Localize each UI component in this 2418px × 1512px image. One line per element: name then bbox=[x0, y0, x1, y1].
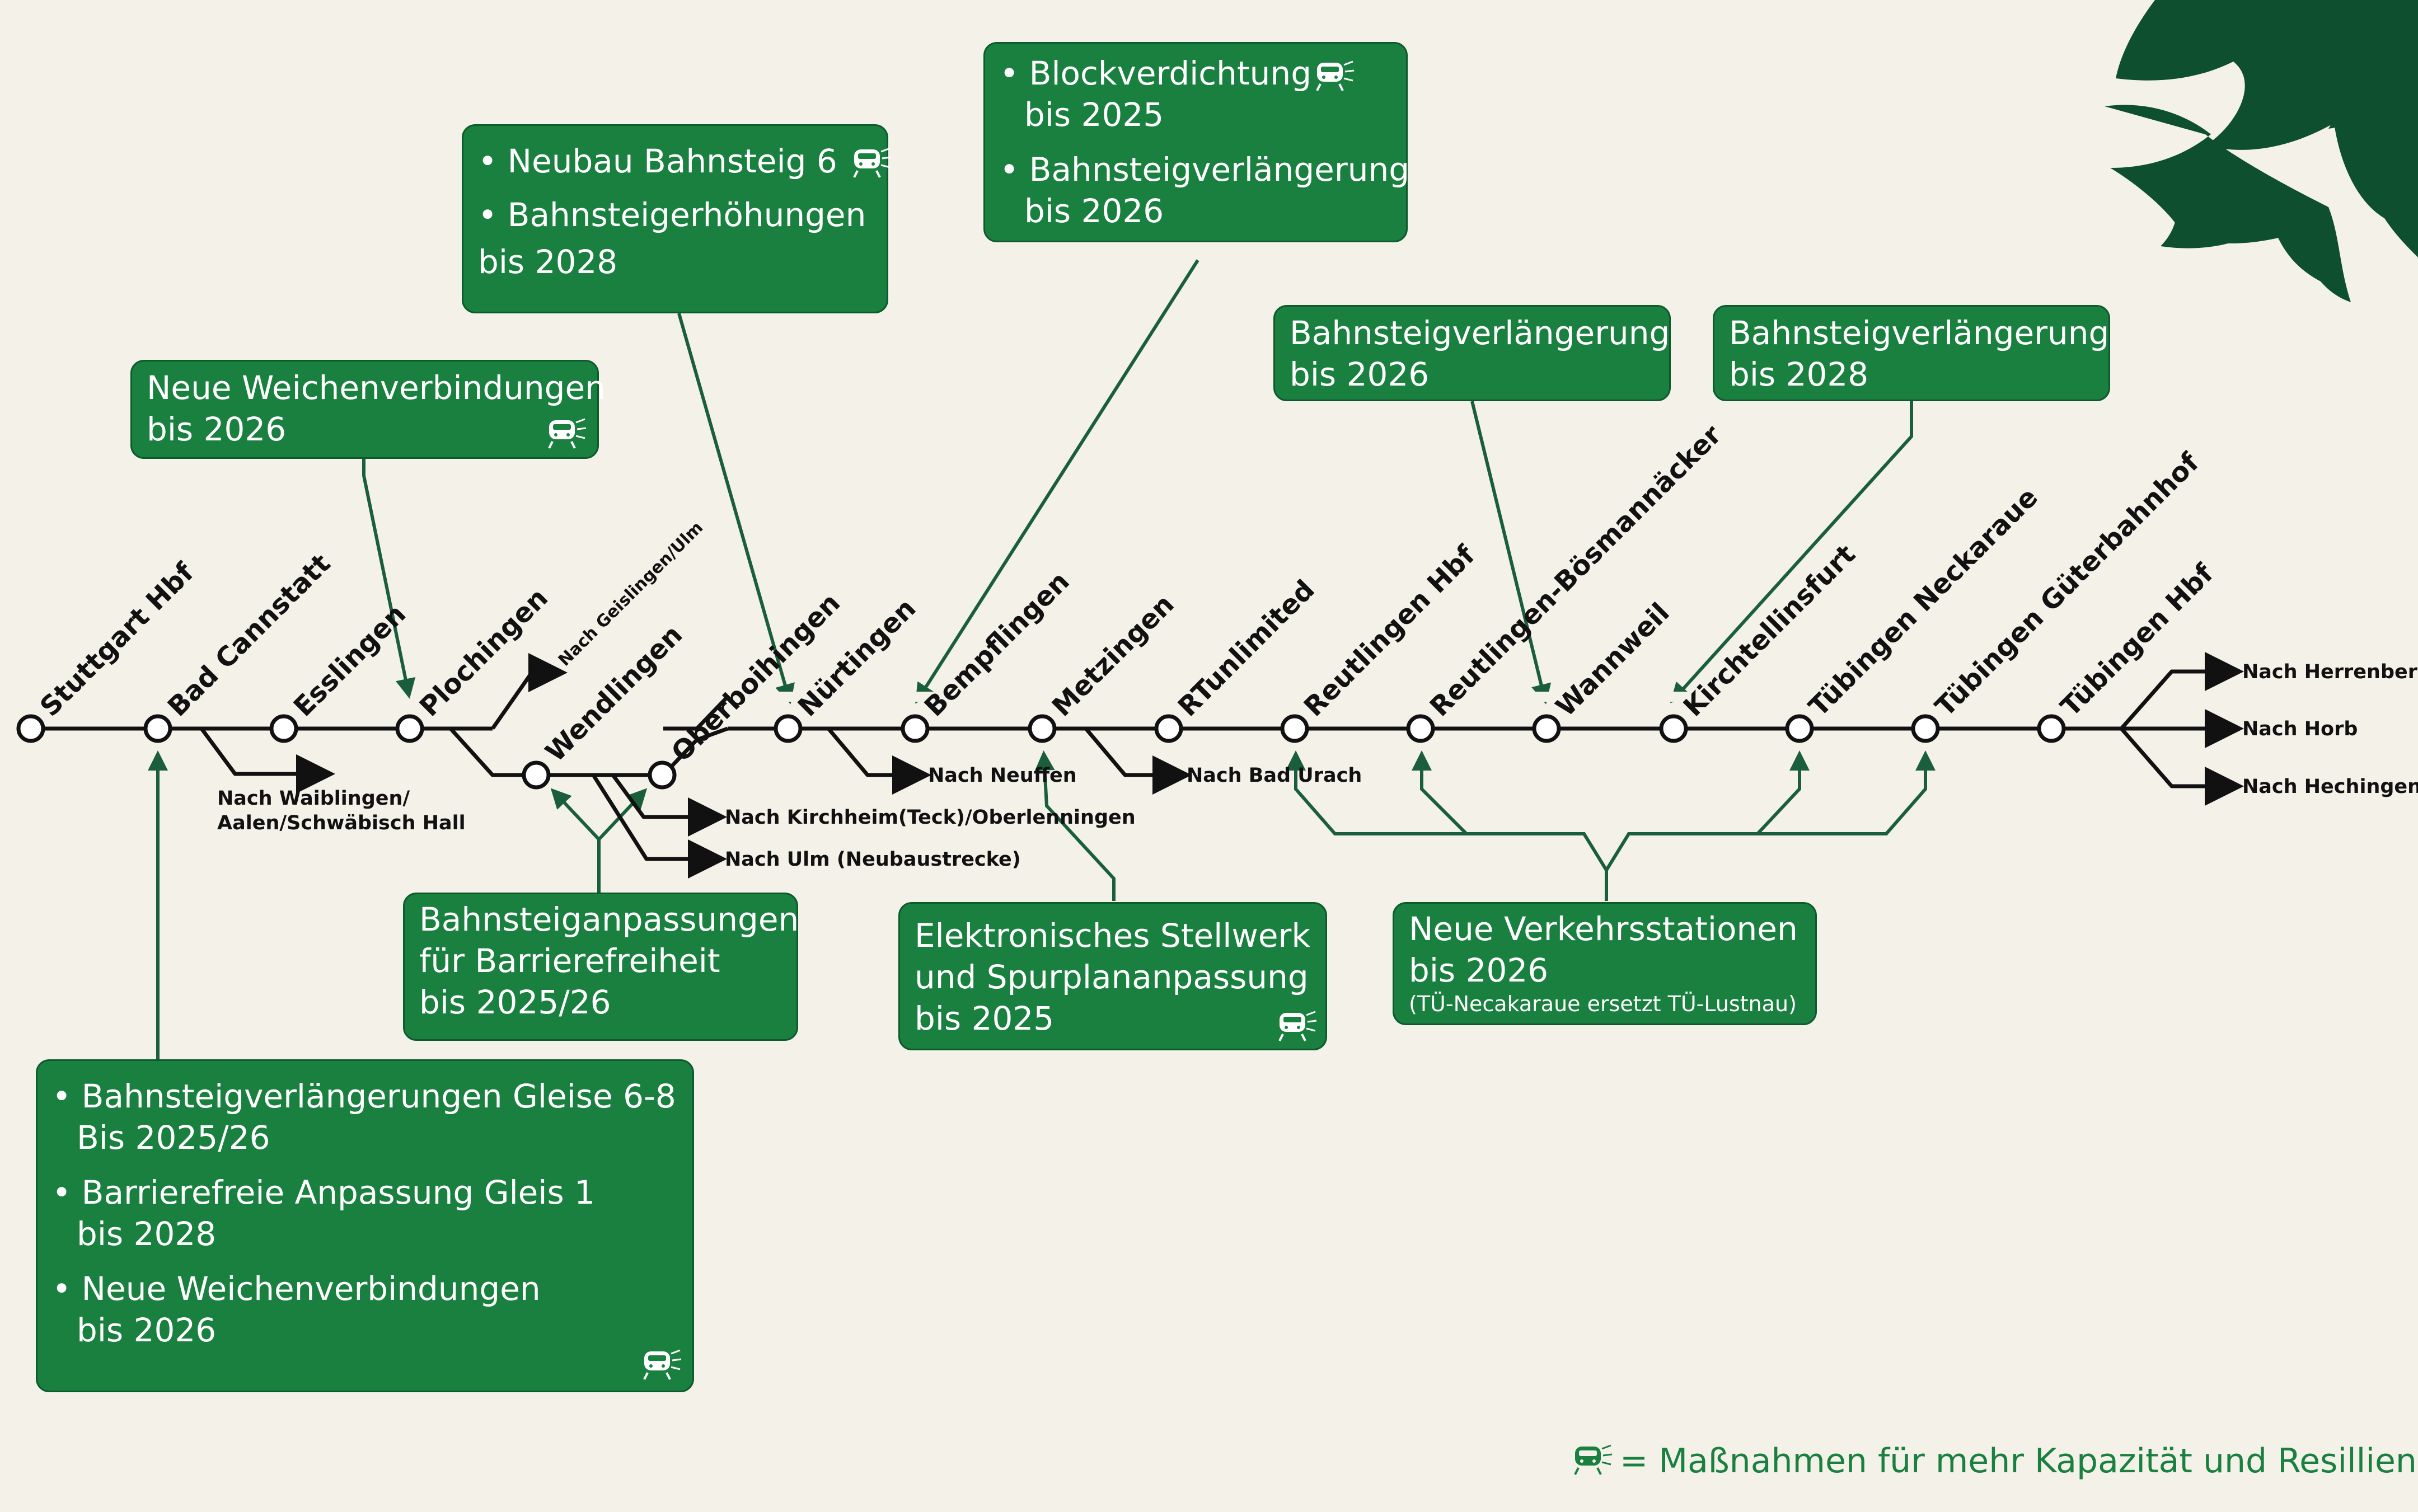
callout-bempflingen: Blockverdichtung bis 2025 Bahnsteigverlä… bbox=[983, 42, 1409, 242]
train-icon bbox=[1316, 60, 1355, 91]
branch-label-neuffen: Nach Neuffen bbox=[928, 764, 1077, 787]
train-icon bbox=[643, 1349, 682, 1380]
branch-waiblingen bbox=[200, 727, 335, 793]
branch-label-waiblingen-1: Nach Waiblingen/ bbox=[217, 787, 410, 810]
station-dot-tuebingen-neckaraue bbox=[1785, 714, 1814, 743]
branch-hechingen bbox=[2120, 727, 2244, 806]
branch-ulm-nbs bbox=[592, 774, 727, 879]
branch-label-geislingen: Nach Geislingen/Ulm bbox=[555, 518, 707, 670]
branch-kirchheim bbox=[611, 773, 727, 837]
callout-text: bis 2026 bbox=[1024, 192, 1164, 230]
train-icon bbox=[1278, 1011, 1317, 1041]
callout-text: Neue Weichenverbindungen bbox=[52, 1268, 678, 1309]
callout-text: Bahnsteigverlängerung bbox=[1290, 314, 1670, 352]
station-dot-wendlingen bbox=[522, 760, 551, 790]
connector-wannweil bbox=[1470, 401, 1552, 705]
connector-new-stations-a bbox=[1412, 750, 1468, 835]
connector-kirchentellinsfurt bbox=[1670, 401, 1913, 703]
branch-bad-urach bbox=[1084, 727, 1192, 795]
callout-text: Bahnsteigverlängerung bbox=[1000, 149, 1409, 190]
station-dot-bad-cannstatt bbox=[143, 714, 172, 743]
train-icon bbox=[1574, 1444, 1613, 1475]
station-label: Plochingen bbox=[414, 582, 554, 722]
station-dot-esslingen bbox=[269, 714, 298, 743]
callout-text: für Barrierefreiheit bbox=[419, 942, 720, 980]
callout-text: Elektronisches Stellwerk bbox=[915, 917, 1310, 955]
callout-wendlingen-access: Bahnsteiganpassungen für Barrierefreihei… bbox=[403, 893, 799, 1041]
callout-text: und Spurplananpassung bbox=[915, 958, 1309, 996]
branch-label-waiblingen-2: Aalen/Schwäbisch Hall bbox=[217, 812, 466, 834]
station-dot-metzingen bbox=[1028, 714, 1057, 743]
station-dot-plochingen bbox=[395, 714, 424, 743]
callout-new-stations: Neue Verkehrsstationen bis 2026 (TÜ-Neca… bbox=[1393, 902, 1817, 1025]
branch-herrenberg bbox=[2051, 652, 2244, 731]
branch-label-hechingen: Nach Hechingen bbox=[2242, 776, 2418, 798]
train-icon bbox=[853, 147, 892, 178]
station-label: Metzingen bbox=[1046, 589, 1180, 723]
branch-label-herrenberg: Nach Herrenberg bbox=[2242, 661, 2418, 683]
callout-note: (TÜ-Necakaraue ersetzt TÜ-Lustnau) bbox=[1409, 992, 1797, 1016]
callout-text: Neue Verkehrsstationen bbox=[1409, 910, 1798, 948]
station-label: Esslingen bbox=[288, 598, 412, 722]
branch-neuffen bbox=[827, 727, 931, 795]
callout-text: Barrierefreie Anpassung Gleis 1 bbox=[52, 1172, 678, 1213]
connector-esslingen bbox=[362, 459, 416, 699]
train-icon bbox=[548, 418, 587, 449]
branch-label-horb: Nach Horb bbox=[2242, 718, 2358, 740]
station-dot-kirchentellinsfurt bbox=[1659, 714, 1688, 743]
station-dot-reutlingen-boesmannaecker bbox=[1406, 714, 1435, 743]
callout-text: bis 2026 bbox=[77, 1311, 217, 1349]
callout-text: bis 2026 bbox=[1290, 355, 1430, 393]
callout-text: bis 2025/26 bbox=[419, 983, 611, 1021]
callout-text: bis 2028 bbox=[478, 243, 618, 281]
callout-text: bis 2026 bbox=[147, 410, 287, 448]
callout-text: Bahnsteigerhöhungen bbox=[478, 194, 872, 236]
connector-nuertingen bbox=[677, 313, 795, 705]
station-dot-tuebingen-hbf bbox=[2037, 714, 2066, 743]
station-dot-stuttgart-hbf bbox=[16, 714, 45, 743]
callout-text: bis 2025 bbox=[1024, 96, 1164, 134]
callout-text: Blockverdichtung bbox=[1000, 53, 1391, 94]
connector-new-stations-right bbox=[1605, 750, 1936, 871]
legend-text: = Maßnahmen für mehr Kapazität und Resil… bbox=[1620, 1441, 2418, 1481]
callout-text: bis 2028 bbox=[1729, 355, 1869, 393]
callout-text: Neubau Bahnsteig 6 bbox=[478, 140, 872, 182]
station-dot-bempflingen bbox=[901, 714, 930, 743]
callout-text: Bis 2025/26 bbox=[77, 1119, 270, 1157]
plochingen-loop bbox=[409, 726, 729, 777]
station-dot-reutlingen-hbf bbox=[1280, 714, 1309, 743]
callout-text: Neue Weichenverbindungen bbox=[147, 369, 606, 407]
station-label: Wannweil bbox=[1550, 597, 1676, 723]
connector-bempflingen bbox=[915, 259, 1199, 704]
station-dot-oberboihingen bbox=[648, 760, 677, 790]
callout-text: bis 2026 bbox=[1409, 951, 1549, 989]
connector-wendlingen-access bbox=[550, 788, 601, 893]
branch-label-ulm-nbs: Nach Ulm (Neubaustrecke) bbox=[725, 848, 1021, 871]
callout-nuertingen: Neubau Bahnsteig 6 Bahnsteigerhöhungen b… bbox=[462, 124, 892, 313]
callout-esslingen: Neue Weichenverbindungen bis 2026 bbox=[130, 360, 606, 459]
callout-text: bis 2028 bbox=[77, 1215, 217, 1253]
callout-metzingen: Elektronisches Stellwerk und Spurplananp… bbox=[898, 902, 1327, 1050]
station-dot-tuebingen-gueterbahnhof bbox=[1911, 714, 1940, 743]
callout-text: Bahnsteigverlängerungen Gleise 6-8 bbox=[52, 1076, 678, 1117]
callout-bad-cannstatt: Bahnsteigverlängerungen Gleise 6-8 Bis 2… bbox=[36, 1059, 694, 1392]
branch-label-bad-urach: Nach Bad Urach bbox=[1187, 764, 1362, 787]
branch-label-kirchheim: Nach Kirchheim(Teck)/Oberlenningen bbox=[725, 806, 1136, 829]
callout-wannweil: Bahnsteigverlängerung bis 2026 bbox=[1273, 305, 1671, 401]
callout-text: bis 2025 bbox=[915, 999, 1055, 1037]
callout-kirchentellinsfurt: Bahnsteigverlängerung bis 2028 bbox=[1713, 305, 2110, 401]
branch-geislingen bbox=[491, 653, 568, 730]
legend: = Maßnahmen für mehr Kapazität und Resil… bbox=[1571, 1441, 2418, 1481]
connector-metzingen bbox=[1034, 750, 1116, 901]
callout-text: Bahnsteiganpassungen bbox=[419, 900, 799, 938]
station-dot-wannweil bbox=[1532, 714, 1561, 743]
station-dot-rtunlimited bbox=[1154, 714, 1183, 743]
callout-text: Bahnsteigverlängerung bbox=[1729, 314, 2110, 352]
connector-new-stations-b bbox=[1756, 750, 1810, 835]
connector-new-stations-left bbox=[1286, 750, 1608, 871]
station-dot-nuertingen bbox=[774, 714, 803, 743]
